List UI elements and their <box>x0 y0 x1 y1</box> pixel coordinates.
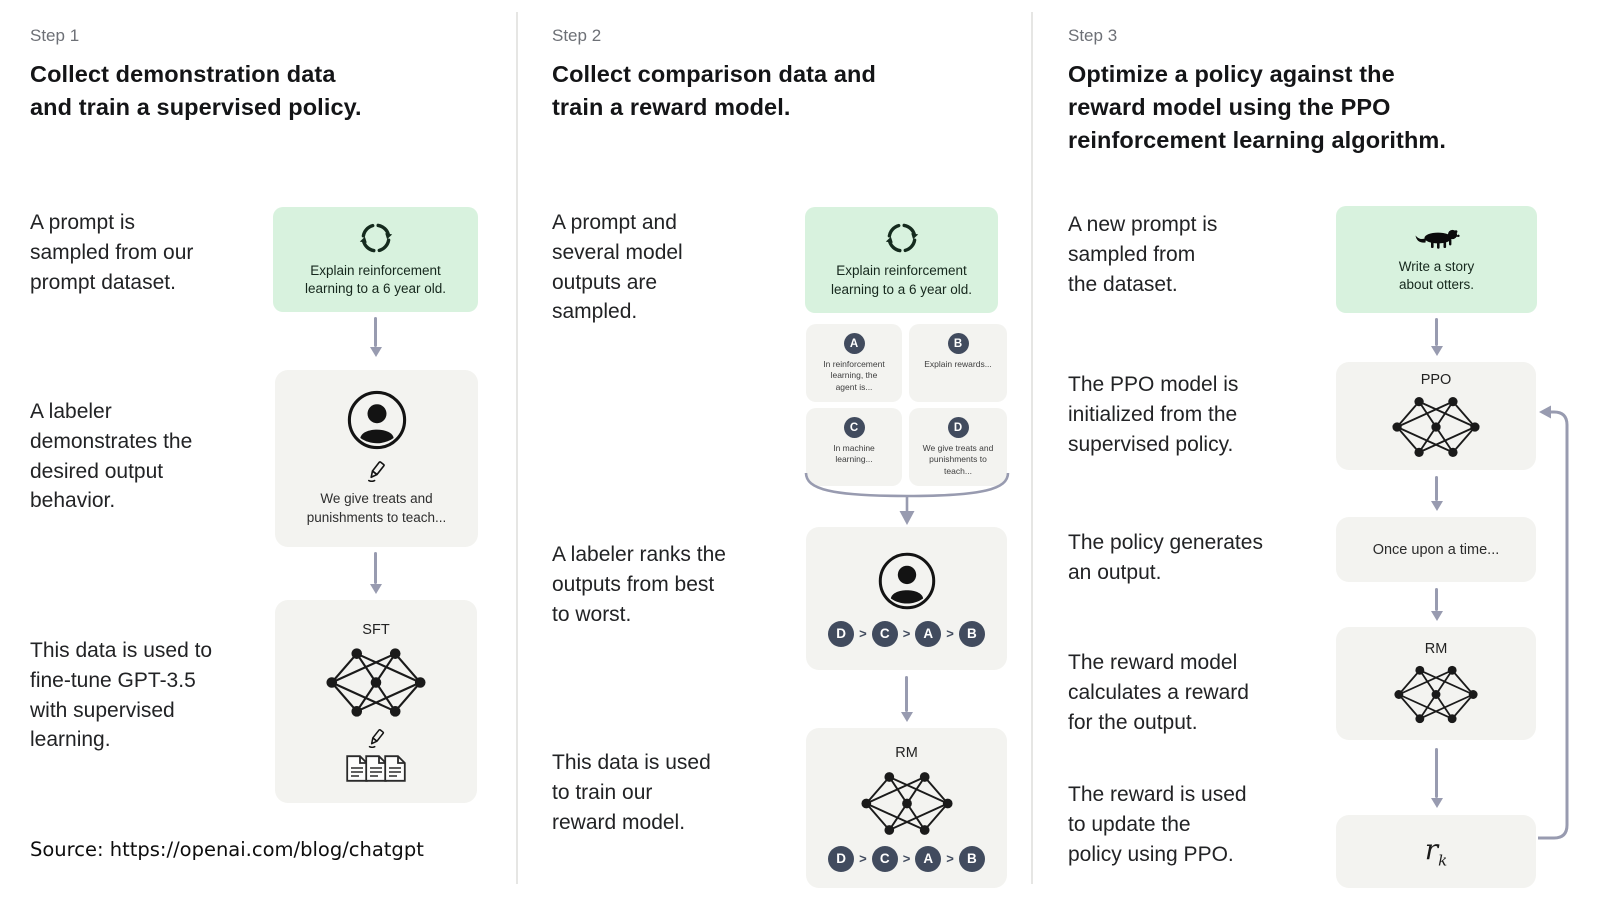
ranking-row: D > C > A > B <box>828 845 985 872</box>
document-page-icon <box>384 755 406 782</box>
rank-badge: C <box>871 845 898 872</box>
step3-prompt-caption: A new prompt is sampled from the dataset… <box>1068 213 1218 296</box>
output-text-c: In machine learning... <box>833 443 875 465</box>
step1-sft-caption: This data is used to fine-tune GPT-3.5 w… <box>30 639 213 752</box>
arrow-down-icon <box>905 676 908 712</box>
step3-ppo-card: PPO <box>1336 362 1536 470</box>
rank-badge: A <box>915 620 942 647</box>
step1-title: Collect demonstration data and train a s… <box>30 61 362 120</box>
column-divider-2 <box>1031 12 1033 884</box>
rank-separator: > <box>859 851 867 866</box>
reward-variable: r <box>1424 833 1439 867</box>
arrow-down-icon <box>374 317 377 347</box>
step1-prompt-card: Explain reinforcement learning to a 6 ye… <box>273 207 478 312</box>
output-card-b: B Explain rewards... <box>909 324 1007 402</box>
step1-sft-card: SFT <box>275 600 477 803</box>
neural-network-icon <box>1391 663 1481 726</box>
cycle-arrows-icon <box>885 221 919 255</box>
rank-separator: > <box>902 851 911 866</box>
pencil-icon <box>365 459 388 482</box>
neural-network-icon <box>323 645 429 720</box>
step1-demonstration-text: We give treats and punishments to teach.… <box>306 491 447 525</box>
step2-prompt-text: Explain reinforcement learning to a 6 ye… <box>830 263 973 297</box>
step3-output-caption: The policy generates an output. <box>1068 531 1263 584</box>
arrow-down-icon <box>1435 748 1438 798</box>
step1-labeler-caption: A labeler demonstrates the desired outpu… <box>30 400 193 513</box>
labeler-person-icon <box>877 551 937 611</box>
step1-label: Step 1 <box>30 26 80 45</box>
sft-model-label: SFT <box>362 621 390 638</box>
feedback-loop-arrow <box>1538 405 1569 840</box>
step3-rm-card: RM <box>1336 627 1536 740</box>
step2-rm-card: RM D > C > A > B <box>806 728 1007 888</box>
rank-badge: B <box>958 620 985 647</box>
rank-separator: > <box>946 851 954 866</box>
step2-label: Step 2 <box>552 26 602 45</box>
step2-prompt-card: Explain reinforcement learning to a 6 ye… <box>805 207 998 313</box>
output-badge-c: C <box>843 417 865 438</box>
rank-badge: B <box>958 845 985 872</box>
step2-rank-card: D > C > A > B <box>806 527 1007 670</box>
rank-badge: D <box>828 845 855 872</box>
output-text-a: In reinforcement learning, the agent is.… <box>823 359 885 392</box>
arrow-down-icon <box>374 552 377 584</box>
output-card-d: D We give treats and punishments to teac… <box>909 408 1007 486</box>
step1-prompt-caption: A prompt is sampled from our prompt data… <box>30 211 194 294</box>
rank-separator: > <box>902 626 911 641</box>
rm-model-label: RM <box>895 744 918 761</box>
column-divider-1 <box>516 12 518 884</box>
output-badge-d: D <box>947 417 969 438</box>
ppo-model-label: PPO <box>1420 372 1452 388</box>
step3-output-text: Once upon a time... <box>1372 541 1500 558</box>
labeler-person-icon <box>346 389 408 451</box>
merge-brace-arrow <box>804 472 1010 525</box>
step3-output-card: Once upon a time... <box>1336 517 1536 582</box>
output-text-d: We give treats and punishments to teach.… <box>922 443 994 476</box>
step3-label: Step 3 <box>1068 26 1118 45</box>
rm-model-label: RM <box>1424 641 1448 657</box>
ranking-row: D > C > A > B <box>828 620 985 647</box>
reward-subscript: k <box>1438 851 1448 870</box>
output-badge-a: A <box>843 333 865 354</box>
step3-reward-caption: The reward is used to update the policy … <box>1068 783 1247 866</box>
neural-network-icon <box>858 769 956 838</box>
step2-prompt-caption: A prompt and several model outputs are s… <box>552 211 683 324</box>
arrow-down-icon <box>1435 318 1438 346</box>
documents-icon <box>346 755 406 782</box>
step1-labeler-card: We give treats and punishments to teach.… <box>275 370 478 547</box>
step3-prompt-card: Write a story about otters. <box>1336 206 1537 313</box>
neural-network-icon <box>1389 394 1483 460</box>
rank-separator: > <box>859 626 867 641</box>
cycle-arrows-icon <box>359 221 393 255</box>
rank-badge: A <box>915 845 942 872</box>
pencil-icon <box>366 727 387 748</box>
step2-rm-caption: This data is used to train our reward mo… <box>552 751 711 834</box>
step3-ppo-caption: The PPO model is initialized from the su… <box>1068 373 1239 456</box>
source-attribution: Source: https://openai.com/blog/chatgpt <box>30 838 424 861</box>
output-badge-b: B <box>947 333 969 354</box>
step3-prompt-text: Write a story about otters. <box>1398 258 1475 292</box>
arrow-down-icon <box>1435 588 1438 611</box>
output-text-b: Explain rewards... <box>924 359 992 369</box>
step3-reward-card: rk <box>1336 815 1536 888</box>
reward-value: rk <box>1425 833 1447 870</box>
step2-rank-caption: A labeler ranks the outputs from best to… <box>552 543 726 626</box>
rank-separator: > <box>946 626 954 641</box>
step1-prompt-text: Explain reinforcement learning to a 6 ye… <box>304 262 447 296</box>
step3-title: Optimize a policy against the reward mod… <box>1068 61 1447 153</box>
rank-badge: C <box>871 620 898 647</box>
arrow-down-icon <box>1435 476 1438 501</box>
otter-icon <box>1414 225 1460 251</box>
step3-rm-caption: The reward model calculates a reward for… <box>1068 651 1249 734</box>
output-card-c: C In machine learning... <box>806 408 902 486</box>
rank-badge: D <box>828 620 855 647</box>
step2-title: Collect comparison data and train a rewa… <box>552 61 876 120</box>
output-card-a: A In reinforcement learning, the agent i… <box>806 324 902 402</box>
